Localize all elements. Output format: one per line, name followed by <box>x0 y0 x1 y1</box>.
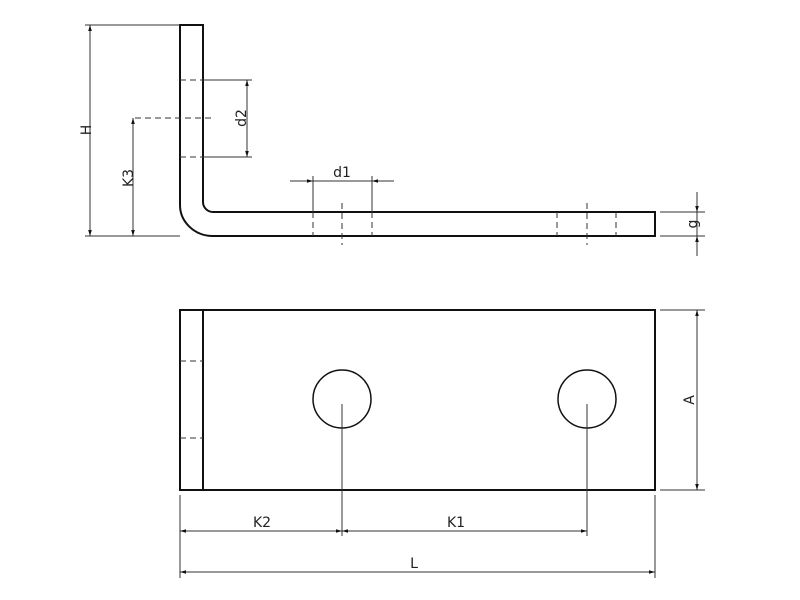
side-view: H K3 d2 d1 g <box>79 24 705 256</box>
label-d2: d2 <box>234 109 250 127</box>
plan-view: K2 K1 L A <box>179 309 705 578</box>
label-k3: K3 <box>121 169 137 187</box>
bracket-profile <box>179 24 656 237</box>
label-k1: K1 <box>447 515 465 531</box>
label-a: A <box>682 395 698 405</box>
label-g: g <box>685 220 701 229</box>
label-d1: d1 <box>333 165 351 181</box>
plate-outline <box>179 309 656 491</box>
label-h: H <box>79 125 95 136</box>
label-k2: K2 <box>253 515 271 531</box>
label-l: L <box>410 556 418 572</box>
